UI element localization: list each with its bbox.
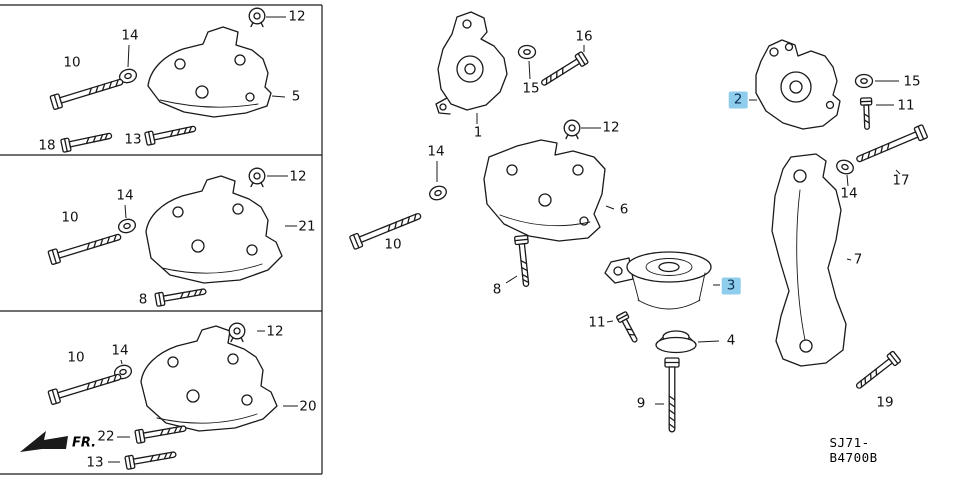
part-callout: 14 xyxy=(111,342,129,359)
bolt-8 xyxy=(513,234,534,288)
part-callout: 6 xyxy=(619,201,629,218)
leader-lines xyxy=(108,16,901,463)
bolt-11 xyxy=(859,97,874,131)
part-callout: 17 xyxy=(892,172,910,189)
part-callout: 14 xyxy=(116,187,134,204)
bolt-18 xyxy=(59,128,114,154)
bolt-13 xyxy=(143,121,198,147)
part-callout-selected: 3 xyxy=(721,277,741,295)
part-callout: 13 xyxy=(124,131,142,148)
grommet-12 xyxy=(248,7,266,28)
bolt-10 xyxy=(49,74,126,111)
bolt-10 xyxy=(47,229,124,266)
part-callout: 12 xyxy=(602,119,620,136)
bolt-11 xyxy=(615,310,642,345)
part-callout: 12 xyxy=(288,8,306,25)
part-callout: 11 xyxy=(588,314,606,331)
part-callout: 16 xyxy=(575,28,593,45)
part-callout: 15 xyxy=(522,80,540,97)
assembly-bracket-20 xyxy=(47,322,278,471)
part-callout: 12 xyxy=(289,168,307,185)
part-callout: 15 xyxy=(903,73,921,90)
bolt-8 xyxy=(154,284,208,308)
cushion-4 xyxy=(655,330,697,354)
engine-mount-1 xyxy=(435,11,508,115)
part-callout: 14 xyxy=(427,143,445,160)
part-callout: 7 xyxy=(853,251,863,268)
washer-14 xyxy=(834,157,856,177)
part-callout: 14 xyxy=(121,27,139,44)
part-callout: 18 xyxy=(38,137,56,154)
part-callout: 1 xyxy=(473,124,483,141)
part-callout-selected: 2 xyxy=(728,91,748,109)
part-callout: 10 xyxy=(63,54,81,71)
part-callout: 9 xyxy=(636,395,646,412)
part-callout: 5 xyxy=(291,88,301,105)
bolt-13 xyxy=(124,447,178,471)
part-callout: 11 xyxy=(897,97,915,114)
part-callout: 20 xyxy=(299,398,317,415)
engine-mount-3 xyxy=(604,251,712,310)
part-callout: 13 xyxy=(86,454,104,471)
part-callout: 12 xyxy=(266,323,284,340)
part-callout: 22 xyxy=(97,428,115,445)
front-arrow xyxy=(20,431,68,452)
assembly-mount-1 xyxy=(435,11,590,140)
assembly-mount-3 xyxy=(604,251,712,433)
left-panel-frame xyxy=(0,4,323,475)
bolt-9 xyxy=(664,357,680,433)
part-callout: 10 xyxy=(384,236,402,253)
grommet-12 xyxy=(228,322,246,343)
assembly-bracket-21 xyxy=(47,167,283,308)
part-callout: 4 xyxy=(726,332,736,349)
assembly-bracket-5 xyxy=(49,7,272,154)
assembly-mount-2 xyxy=(755,39,929,177)
diagram-code: SJ71-B4700B xyxy=(829,435,878,465)
assembly-bracket-7 xyxy=(771,153,902,393)
washer-15 xyxy=(854,73,874,89)
engine-mount-2 xyxy=(755,39,841,130)
bracket-20 xyxy=(140,325,278,432)
washer-14 xyxy=(427,183,449,203)
part-callout: 19 xyxy=(876,394,894,411)
bolt-16 xyxy=(537,50,590,90)
grommet-12 xyxy=(248,167,266,188)
part-callout: 21 xyxy=(298,218,316,235)
part-callout: 10 xyxy=(61,209,79,226)
part-callout: 14 xyxy=(840,185,858,202)
washer-15 xyxy=(517,44,537,60)
washer-14 xyxy=(116,216,138,236)
part-callout: 8 xyxy=(492,281,502,298)
bracket-6 xyxy=(483,139,606,242)
bolt-10 xyxy=(47,369,124,406)
part-callout: 8 xyxy=(138,291,148,308)
part-callout: 10 xyxy=(67,349,85,366)
bolt-19 xyxy=(852,350,902,393)
grommet-12 xyxy=(563,119,581,140)
bracket-7 xyxy=(771,153,847,367)
bolt-17 xyxy=(853,123,929,167)
front-direction-label: FR. xyxy=(71,435,97,451)
bracket-5 xyxy=(147,26,272,118)
assembly-bracket-6 xyxy=(348,139,606,288)
bracket-21 xyxy=(145,175,283,284)
